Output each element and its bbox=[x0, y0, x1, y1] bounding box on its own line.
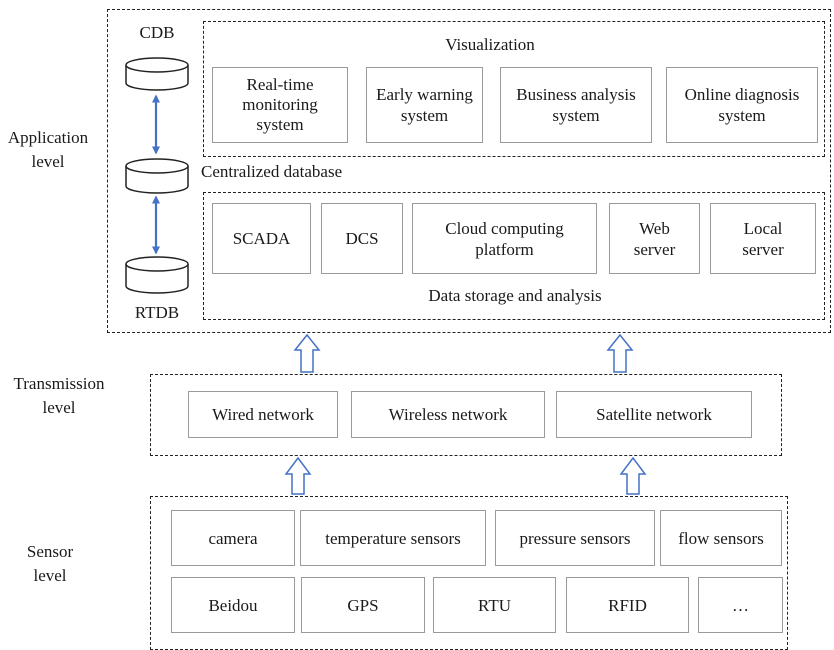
transmission-level-container bbox=[150, 374, 782, 456]
wired-network-box: Wired network bbox=[188, 391, 338, 438]
satellite-network-label: Satellite network bbox=[596, 405, 712, 424]
business-analysis-label: Business analysis system bbox=[516, 85, 636, 125]
sensor-level-label: Sensor level bbox=[26, 542, 74, 585]
centralized-database-icon bbox=[125, 158, 189, 194]
application-level-label: Application level bbox=[7, 128, 89, 171]
beidou-box: Beidou bbox=[171, 577, 295, 633]
dcs-label: DCS bbox=[345, 229, 379, 248]
online-diagnosis-label: Online diagnosis system bbox=[684, 85, 800, 125]
cdb-database-icon bbox=[125, 57, 189, 91]
camera-box: camera bbox=[171, 510, 295, 566]
visualization-title: Visualization bbox=[445, 35, 535, 54]
more-sensors-label: … bbox=[732, 595, 749, 615]
cdb-label: CDB bbox=[139, 23, 175, 42]
flow-sensors-box: flow sensors bbox=[660, 510, 782, 566]
transmission-level-label: Transmission level bbox=[13, 374, 105, 417]
visualization-container bbox=[203, 21, 825, 157]
up-arrow-icon bbox=[619, 456, 647, 495]
up-arrow-icon bbox=[293, 333, 321, 373]
cloud-computing-box: Cloud computing platform bbox=[412, 203, 597, 274]
web-server-label: Web server bbox=[633, 218, 676, 259]
wired-network-label: Wired network bbox=[212, 405, 314, 424]
early-warning-box: Early warning system bbox=[366, 67, 483, 143]
flow-sensors-label: flow sensors bbox=[678, 528, 764, 548]
temperature-sensors-label: temperature sensors bbox=[325, 528, 461, 548]
data-storage-title: Data storage and analysis bbox=[428, 286, 602, 305]
application-level-container bbox=[107, 9, 831, 333]
online-diagnosis-box: Online diagnosis system bbox=[666, 67, 818, 143]
local-server-label: Local server bbox=[742, 218, 784, 259]
dcs-box: DCS bbox=[321, 203, 403, 274]
rtdb-database-icon bbox=[125, 256, 189, 294]
early-warning-label: Early warning system bbox=[376, 85, 473, 125]
up-arrow-icon bbox=[284, 456, 312, 495]
more-sensors-box: … bbox=[698, 577, 783, 633]
rtu-box: RTU bbox=[433, 577, 556, 633]
web-server-box: Web server bbox=[609, 203, 700, 274]
pressure-sensors-label: pressure sensors bbox=[519, 528, 631, 548]
cloud-computing-label: Cloud computing platform bbox=[445, 218, 564, 259]
local-server-box: Local server bbox=[710, 203, 816, 274]
gps-label: GPS bbox=[347, 595, 379, 615]
scada-label: SCADA bbox=[232, 229, 291, 248]
centralized-database-label: Centralized database bbox=[201, 162, 343, 181]
wireless-network-box: Wireless network bbox=[351, 391, 545, 438]
rtu-label: RTU bbox=[478, 595, 511, 615]
rfid-label: RFID bbox=[608, 595, 647, 615]
wireless-network-label: Wireless network bbox=[388, 405, 508, 424]
beidou-label: Beidou bbox=[208, 595, 258, 615]
scada-box: SCADA bbox=[212, 203, 311, 274]
camera-label: camera bbox=[208, 528, 258, 548]
pressure-sensors-box: pressure sensors bbox=[495, 510, 655, 566]
gps-box: GPS bbox=[301, 577, 425, 633]
temperature-sensors-box: temperature sensors bbox=[300, 510, 486, 566]
up-arrow-icon bbox=[606, 333, 634, 373]
rtdb-label: RTDB bbox=[134, 303, 180, 322]
rfid-box: RFID bbox=[566, 577, 689, 633]
data-storage-container bbox=[203, 192, 825, 320]
business-analysis-box: Business analysis system bbox=[500, 67, 652, 143]
satellite-network-box: Satellite network bbox=[556, 391, 752, 438]
